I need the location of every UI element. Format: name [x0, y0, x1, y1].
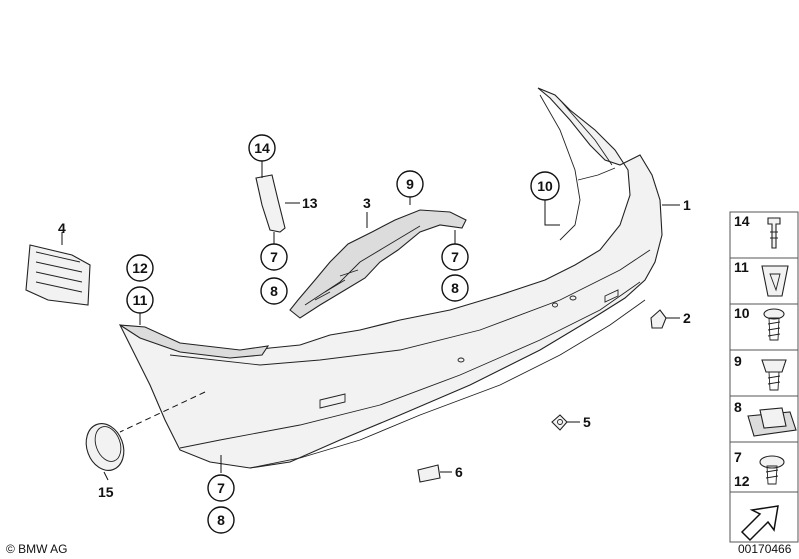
callout-circle-7-c: 7 [207, 474, 235, 502]
callouts: 1 2 3 4 5 6 13 15 14 9 10 7 8 7 [58, 134, 691, 534]
svg-text:12: 12 [132, 260, 148, 276]
svg-text:11: 11 [734, 259, 749, 275]
callout-13: 13 [302, 195, 318, 211]
svg-text:7: 7 [270, 249, 278, 265]
callout-2: 2 [683, 310, 691, 326]
svg-text:7: 7 [217, 480, 225, 496]
svg-text:11: 11 [133, 292, 148, 308]
svg-text:12: 12 [734, 473, 750, 489]
callout-circle-8-a: 8 [260, 277, 288, 305]
direction-arrow-icon [740, 505, 779, 542]
callout-circle-12: 12 [126, 254, 154, 282]
svg-text:7: 7 [451, 249, 459, 265]
legend-row-8: 8 [729, 395, 799, 443]
svg-text:10: 10 [537, 178, 553, 194]
svg-text:8: 8 [734, 399, 742, 415]
bumper-bracket [289, 209, 467, 319]
leader-lines [61, 161, 680, 481]
hex-screw-icon [761, 359, 787, 391]
side-reflector-grille [25, 244, 91, 306]
svg-text:14: 14 [254, 140, 270, 156]
legend-arrow [729, 491, 799, 543]
tow-hook-cover-small [417, 464, 441, 483]
clip-fastener [551, 414, 568, 431]
callout-1: 1 [683, 197, 691, 213]
callout-6: 6 [455, 464, 463, 480]
callout-circle-8-c: 8 [207, 506, 235, 534]
callout-circle-7-a: 7 [260, 243, 288, 271]
rear-bumper-cover [118, 87, 663, 469]
callout-4: 4 [58, 220, 66, 236]
fastener-legend: 14 11 10 9 [729, 211, 799, 543]
svg-text:7: 7 [734, 449, 742, 465]
tow-eye-cap [85, 423, 125, 471]
trim-strip [255, 174, 286, 233]
document-number: 00170466 [738, 542, 792, 556]
svg-text:14: 14 [734, 213, 750, 229]
screw-icon [763, 308, 785, 341]
collar-screw-icon [759, 455, 785, 485]
callout-3: 3 [363, 195, 371, 211]
copyright-text: © BMW AG [6, 542, 68, 556]
svg-text:8: 8 [451, 280, 459, 296]
legend-row-11: 11 [729, 257, 799, 305]
callout-5: 5 [583, 414, 591, 430]
clip-nut-icon [747, 407, 797, 437]
legend-row-9: 9 [729, 349, 799, 397]
legend-row-10: 10 [729, 303, 799, 351]
callout-circle-14: 14 [248, 134, 276, 162]
callout-circle-10: 10 [530, 171, 560, 201]
callout-circle-9: 9 [396, 170, 424, 198]
callout-circle-11: 11 [126, 286, 154, 314]
svg-text:8: 8 [217, 512, 225, 528]
cover-cap [650, 309, 667, 329]
legend-row-7-12: 7 12 [729, 441, 799, 493]
callout-circle-8-b: 8 [441, 274, 469, 302]
callout-circle-7-b: 7 [441, 243, 469, 271]
spreader-nut-icon [761, 265, 789, 297]
svg-text:10: 10 [734, 305, 750, 321]
legend-row-14: 14 [729, 211, 799, 259]
svg-text:9: 9 [734, 353, 742, 369]
callout-15: 15 [98, 484, 114, 500]
svg-text:9: 9 [406, 176, 414, 192]
expanding-rivet-icon [767, 217, 781, 249]
svg-text:8: 8 [270, 283, 278, 299]
